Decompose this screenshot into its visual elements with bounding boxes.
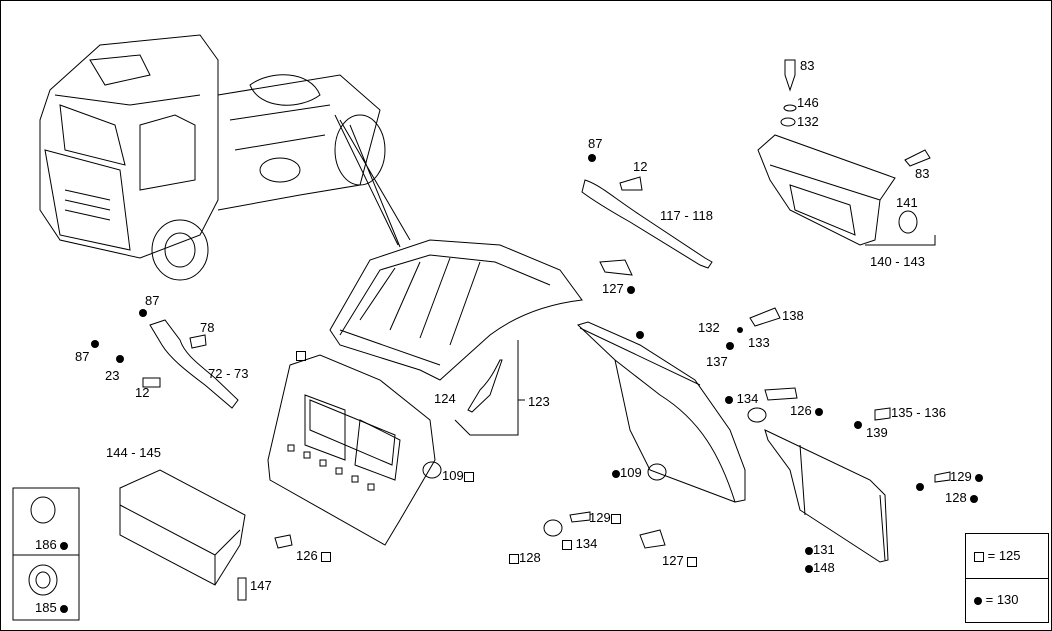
legend-dot: = 130 — [974, 593, 1019, 607]
label-87-c: 87 — [75, 349, 90, 364]
label-23: 23 — [105, 368, 120, 383]
label-132-b: 132 — [698, 320, 720, 335]
label-131: 131 — [805, 543, 835, 557]
label-126-b: 126 — [296, 549, 332, 563]
label-127-a: 127 — [602, 282, 636, 296]
label-138: 138 — [782, 308, 804, 323]
label-87-b: 87 — [145, 293, 160, 308]
label-139: 139 — [866, 425, 888, 440]
label-128-a: 128 — [945, 491, 979, 505]
legend-square: = 125 — [974, 549, 1021, 563]
label-109-a: 109 — [442, 469, 474, 483]
label-141: 141 — [896, 195, 918, 210]
label-117-118: 117 - 118 — [660, 208, 714, 223]
arm-72 — [149, 319, 239, 409]
label-186: 186 — [35, 538, 69, 552]
label-137: 137 — [706, 354, 728, 369]
label-124: 124 — [434, 391, 456, 406]
label-123: 123 — [528, 394, 550, 409]
label-83-top: 83 — [800, 58, 815, 73]
label-185: 185 — [35, 601, 69, 615]
top-mudguard — [329, 239, 583, 436]
cover-box — [119, 469, 246, 586]
label-134-b: 134 — [562, 537, 597, 551]
label-146: 146 — [797, 95, 819, 110]
label-140-143: 140 - 143 — [870, 254, 925, 269]
label-72-73: 72 - 73 — [208, 366, 249, 381]
storage-box — [757, 134, 936, 246]
label-147: 147 — [250, 578, 272, 593]
label-129-a: 129 — [950, 470, 984, 484]
truck-overview — [39, 34, 386, 281]
square-marker — [296, 348, 306, 362]
label-135-136: 135 - 136 — [891, 405, 946, 420]
legend-box: = 125 = 130 — [965, 533, 1049, 623]
label-78: 78 — [200, 320, 215, 335]
label-128-b: 128 — [509, 551, 541, 565]
front-panel — [267, 354, 436, 546]
label-129-b: 129 — [589, 511, 621, 525]
label-109-b: 109 — [612, 466, 642, 480]
label-12-b: 12 — [135, 385, 150, 400]
label-144-145: 144 - 145 — [106, 445, 161, 460]
label-126-a: 126 — [790, 404, 824, 418]
arm-117 — [581, 179, 713, 269]
label-148: 148 — [805, 561, 835, 575]
label-127-b: 127 — [662, 554, 698, 568]
rear-mudguard — [577, 321, 746, 503]
label-133: 133 — [748, 335, 770, 350]
label-83-right: 83 — [915, 166, 930, 181]
label-87-a: 87 — [588, 136, 603, 151]
label-132-top: 132 — [797, 114, 819, 129]
mud-flap — [764, 429, 889, 563]
label-134-a: 134 — [725, 392, 758, 406]
label-12-a: 12 — [633, 159, 648, 174]
